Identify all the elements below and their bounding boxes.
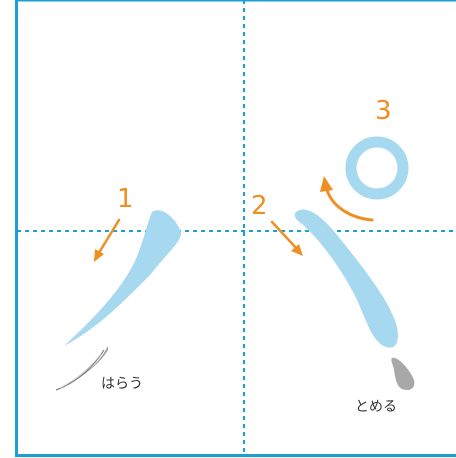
stroke-1-arrow-icon <box>94 218 121 262</box>
grid-frame <box>15 0 456 457</box>
stroke-2-number: 2 <box>251 191 268 221</box>
stop-brush-icon <box>391 357 415 390</box>
stroke-1-shape <box>64 210 182 346</box>
stroke-2-arrow-icon <box>270 220 303 256</box>
harau-label: はらう <box>101 376 143 392</box>
stroke-2-shape <box>294 209 398 348</box>
stroke-1-number: 1 <box>117 184 134 214</box>
tomeru-label: とめる <box>355 399 397 415</box>
stroke-3-arrow-icon <box>320 176 374 222</box>
sweep-brush-icon <box>52 346 108 392</box>
stroke-3-shape <box>345 136 409 200</box>
stroke-3-number: 3 <box>375 96 392 126</box>
